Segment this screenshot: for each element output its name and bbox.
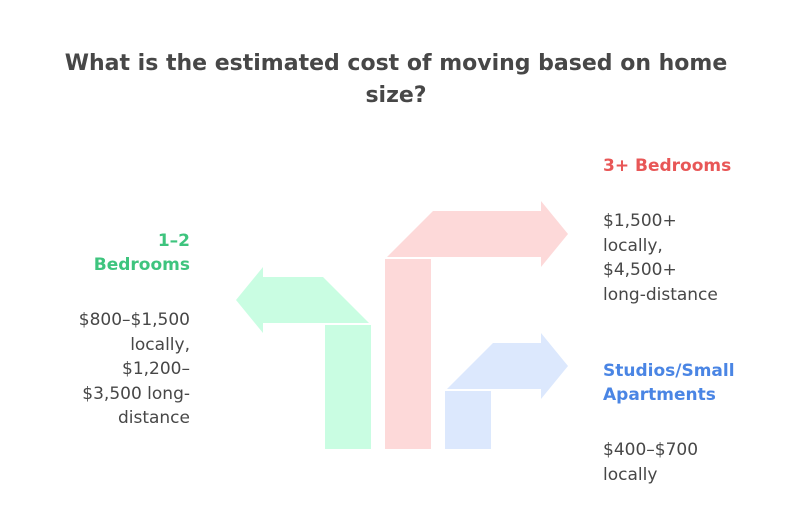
item-label: 3+ Bedrooms bbox=[603, 156, 732, 176]
item-1-2-bedrooms: 1–2 Bedrooms $800–$1,500 locally, $1,200… bbox=[79, 210, 190, 450]
blue-arrow-head bbox=[447, 333, 568, 399]
item-text: $1,500+ locally, $4,500+ long-distance bbox=[603, 211, 718, 305]
item-3-bedrooms: 3+ Bedrooms $1,500+ locally, $4,500+ lon… bbox=[603, 135, 731, 326]
item-label: 1–2 Bedrooms bbox=[93, 231, 190, 275]
red-arrow-head bbox=[387, 201, 568, 267]
item-studios: Studios/Small Apartments $400–$700 local… bbox=[603, 340, 735, 506]
page-title: What is the estimated cost of moving bas… bbox=[64, 51, 728, 108]
blue-bar bbox=[445, 391, 491, 449]
green-arrow bbox=[236, 267, 371, 449]
green-arrow-head bbox=[236, 267, 369, 333]
green-bar bbox=[325, 325, 371, 449]
item-label: Studios/Small Apartments bbox=[603, 361, 735, 405]
item-text: $400–$700 locally bbox=[603, 440, 699, 485]
blue-arrow bbox=[445, 333, 568, 449]
red-bar bbox=[385, 259, 431, 449]
red-arrow bbox=[385, 201, 568, 449]
item-text: $800–$1,500 locally, $1,200– $3,500 long… bbox=[78, 310, 190, 428]
